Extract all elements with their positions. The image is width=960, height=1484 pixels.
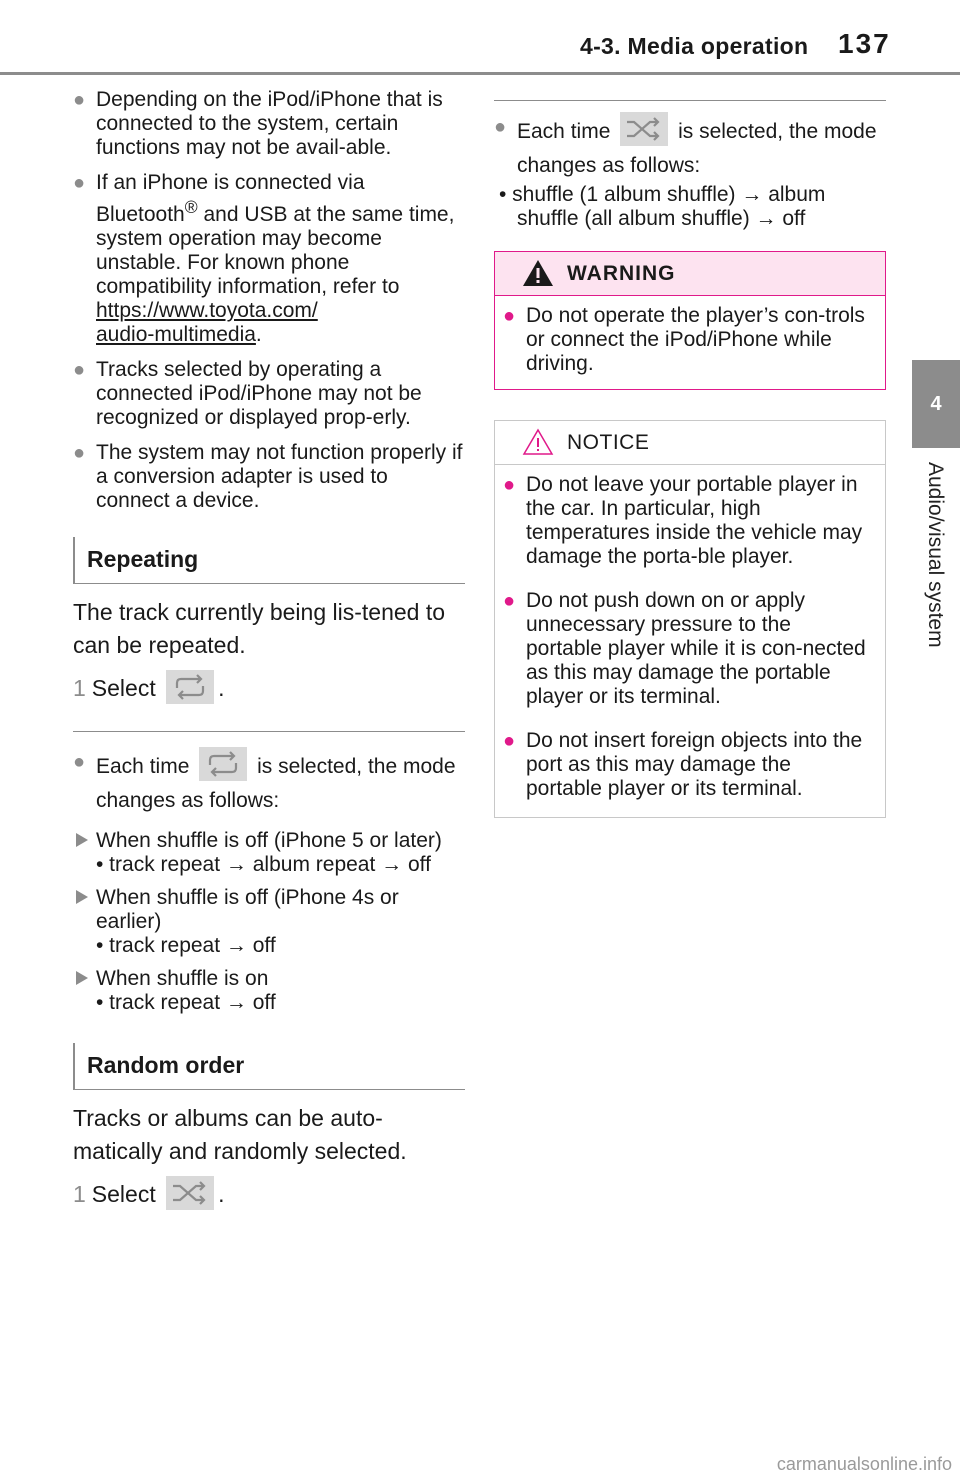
chapter-title: Audio/visual system: [924, 462, 947, 648]
triangle-bullet-icon: [76, 890, 88, 904]
list-item: ● Depending on the iPod/iPhone that is c…: [73, 88, 443, 159]
chapter-tab: 4: [912, 360, 960, 448]
step-number: 1: [73, 675, 86, 701]
section-heading-repeating: Repeating: [73, 537, 465, 584]
left-column: ● Depending on the iPod/iPhone that is c…: [73, 88, 465, 1211]
triangle-bullet-icon: [76, 833, 88, 847]
section-title: 4-3. Media operation: [580, 33, 809, 59]
divider: [73, 731, 465, 732]
notice-box: NOTICE ● Do not leave your portable play…: [494, 420, 886, 818]
divider: [494, 100, 886, 101]
bullet-icon: ●: [73, 89, 86, 111]
repeating-lead: The track currently being lis-tened to c…: [73, 599, 446, 658]
notice-header: NOTICE: [495, 421, 885, 465]
triangle-bullet-icon: [76, 971, 88, 985]
bullet-icon: ●: [73, 359, 86, 381]
warning-header: WARNING: [495, 252, 885, 296]
bullet-icon: ●: [73, 751, 86, 773]
list-item: ● If an iPhone is connected via Bluetoot…: [73, 171, 455, 346]
warning-triangle-icon: [523, 260, 553, 286]
shuffle-icon: [620, 112, 669, 147]
notice-body: ● Do not leave your portable player in t…: [495, 465, 885, 817]
step-number: 1: [73, 1181, 86, 1207]
bullet-icon: ●: [503, 474, 516, 496]
header-divider: [0, 72, 960, 75]
bullet-icon: ●: [73, 172, 86, 194]
warning-title: WARNING: [567, 261, 676, 285]
notice-title: NOTICE: [567, 430, 650, 454]
notice-triangle-icon: [522, 428, 554, 455]
bullet-icon: ●: [503, 305, 516, 327]
list-item: When shuffle is on • track repeat → off: [73, 967, 465, 1015]
list-item: When shuffle is off (iPhone 5 or later) …: [73, 829, 465, 877]
shuffle-icon: [166, 1175, 215, 1210]
bullet-icon: ●: [73, 442, 86, 464]
toyota-audio-link[interactable]: https://www.toyota.com/audio-multimedia: [96, 299, 318, 346]
watermark: carmanualsonline.info: [776, 1454, 952, 1474]
list-item: ● The system may not function properly i…: [73, 441, 463, 512]
page-number: 137: [838, 28, 891, 59]
bullet-icon: ●: [503, 590, 516, 612]
list-item: ● Each time is selected, the mode change…: [494, 112, 886, 231]
list-item: ● Each time is selected, the mode change…: [73, 747, 465, 818]
random-lead: Tracks or albums can be auto-matically a…: [73, 1105, 407, 1164]
chapter-number: 4: [930, 392, 942, 415]
list-item: ● Tracks selected by operating a connect…: [73, 358, 422, 429]
bullet-icon: ●: [494, 116, 507, 138]
bullet-icon: ●: [503, 730, 516, 752]
repeat-icon: [199, 747, 248, 782]
warning-box: WARNING ● Do not operate the player’s co…: [494, 251, 886, 390]
right-column: ● Each time is selected, the mode change…: [494, 100, 886, 818]
registered-mark: ®: [184, 197, 198, 217]
warning-body: ● Do not operate the player’s con-trols …: [495, 296, 885, 389]
section-heading-random-order: Random order: [73, 1043, 465, 1090]
list-item: When shuffle is off (iPhone 4s or earlie…: [73, 886, 465, 958]
list-item: ● Do not leave your portable player in t…: [503, 473, 863, 568]
list-item: ● Do not insert foreign objects into the…: [503, 729, 863, 800]
list-item: ● Do not push down on or apply unnecessa…: [503, 589, 866, 708]
list-item: ● Do not operate the player’s con-trols …: [503, 304, 865, 375]
repeat-icon: [166, 669, 215, 704]
